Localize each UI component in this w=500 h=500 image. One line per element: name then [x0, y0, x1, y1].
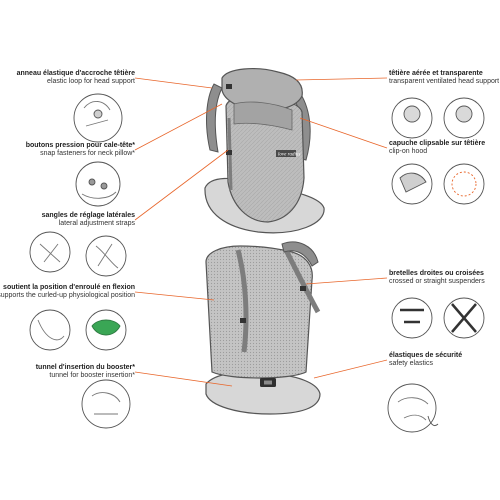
- carrier-back-panel: [205, 245, 313, 379]
- buckle-icon: [226, 84, 232, 89]
- callout-english: transparent ventilated head support: [389, 78, 500, 86]
- callout-french: boutons pression pour cale-tête*: [25, 142, 135, 149]
- leader-booster-tunnel: [134, 371, 233, 387]
- callout-english: supports the curled-up physiological pos…: [0, 292, 135, 300]
- callout-booster-tunnel: tunnel d'insertion du booster* tunnel fo…: [36, 364, 135, 380]
- callout-lateral-straps: sangles de réglage latérales lateral adj…: [42, 212, 135, 228]
- callout-flexion-position: soutient la position d'enroulé en flexio…: [0, 284, 135, 300]
- leader-elastic-loop: [134, 77, 213, 89]
- callout-english: clip-on hood: [389, 148, 428, 156]
- left-vignettes: [29, 93, 131, 429]
- vignette-suspenders-a: [391, 297, 433, 339]
- leader-clip-hood: [299, 117, 388, 149]
- leader-lines: [134, 77, 388, 387]
- callout-french: tunnel d'insertion du booster*: [35, 364, 135, 371]
- green-support-icon: [91, 319, 121, 336]
- brand-tag: [276, 150, 296, 157]
- shoulder-pad-right: [281, 241, 319, 267]
- vignette-flexion-a: [29, 309, 71, 351]
- callout-ventilated-head-support: têtière aérée et transparente transparen…: [389, 70, 499, 86]
- callout-english: safety elastics: [389, 360, 433, 368]
- shoulder-strap-left: [206, 83, 223, 153]
- leader-safety-elastics: [313, 359, 388, 379]
- vignette-booster-tunnel: [81, 379, 131, 429]
- suspender-right: [283, 248, 321, 314]
- callout-french: bretelles droites ou croisées: [389, 270, 484, 277]
- brand-tag-text: love radius: [278, 153, 300, 158]
- callout-english: elastic loop for head support: [47, 78, 135, 86]
- vignette-safety-elastics: [387, 383, 437, 433]
- callout-french: sangles de réglage latérales: [41, 212, 135, 219]
- leader-flexion: [134, 291, 215, 301]
- suspender-left: [235, 249, 249, 353]
- callout-french: élastiques de sécurité: [389, 352, 463, 359]
- callout-french: capuche clipsable sur têtière: [389, 140, 486, 147]
- callout-snap-fasteners: boutons pression pour cale-tête* snap fa…: [26, 142, 135, 158]
- callout-english: snap fasteners for neck pillow*: [40, 150, 135, 158]
- belt-buckle-inner: [264, 380, 272, 385]
- leader-suspenders: [305, 277, 388, 285]
- vignette-side-straps-a: [29, 231, 71, 273]
- callout-clip-on-hood: capuche clipsable sur têtière clip-on ho…: [389, 140, 485, 156]
- leader-lateral-straps: [134, 149, 229, 221]
- hood-pocket: [233, 101, 293, 131]
- buckle-icon: [226, 150, 232, 155]
- vignette-clip-hood-b: [443, 163, 485, 205]
- right-vignettes: [387, 97, 485, 433]
- carrier-front-view: love radius: [204, 68, 325, 234]
- callout-english: lateral adjustment straps: [58, 220, 135, 228]
- leader-snap-fasteners: [134, 103, 223, 151]
- callout-french: têtière aérée et transparente: [389, 70, 483, 77]
- buckle-icon: [300, 286, 306, 291]
- vignette-snap-fasteners: [75, 161, 121, 207]
- callout-suspenders: bretelles droites ou croisées crossed or…: [389, 270, 485, 286]
- carrier-back-view: [205, 241, 321, 415]
- callout-english: crossed or straight suspenders: [389, 278, 485, 286]
- callout-french: anneau élastique d'accroche têtière: [16, 70, 135, 77]
- callout-french: soutient la position d'enroulé en flexio…: [3, 284, 135, 291]
- leader-head-support: [295, 77, 388, 81]
- callout-english: tunnel for booster insertion*: [49, 372, 135, 380]
- callout-safety-elastics: élastiques de sécurité safety elastics: [389, 352, 462, 368]
- callout-elastic-loop: anneau élastique d'accroche têtière elas…: [17, 70, 135, 86]
- buckle-icon: [240, 318, 246, 323]
